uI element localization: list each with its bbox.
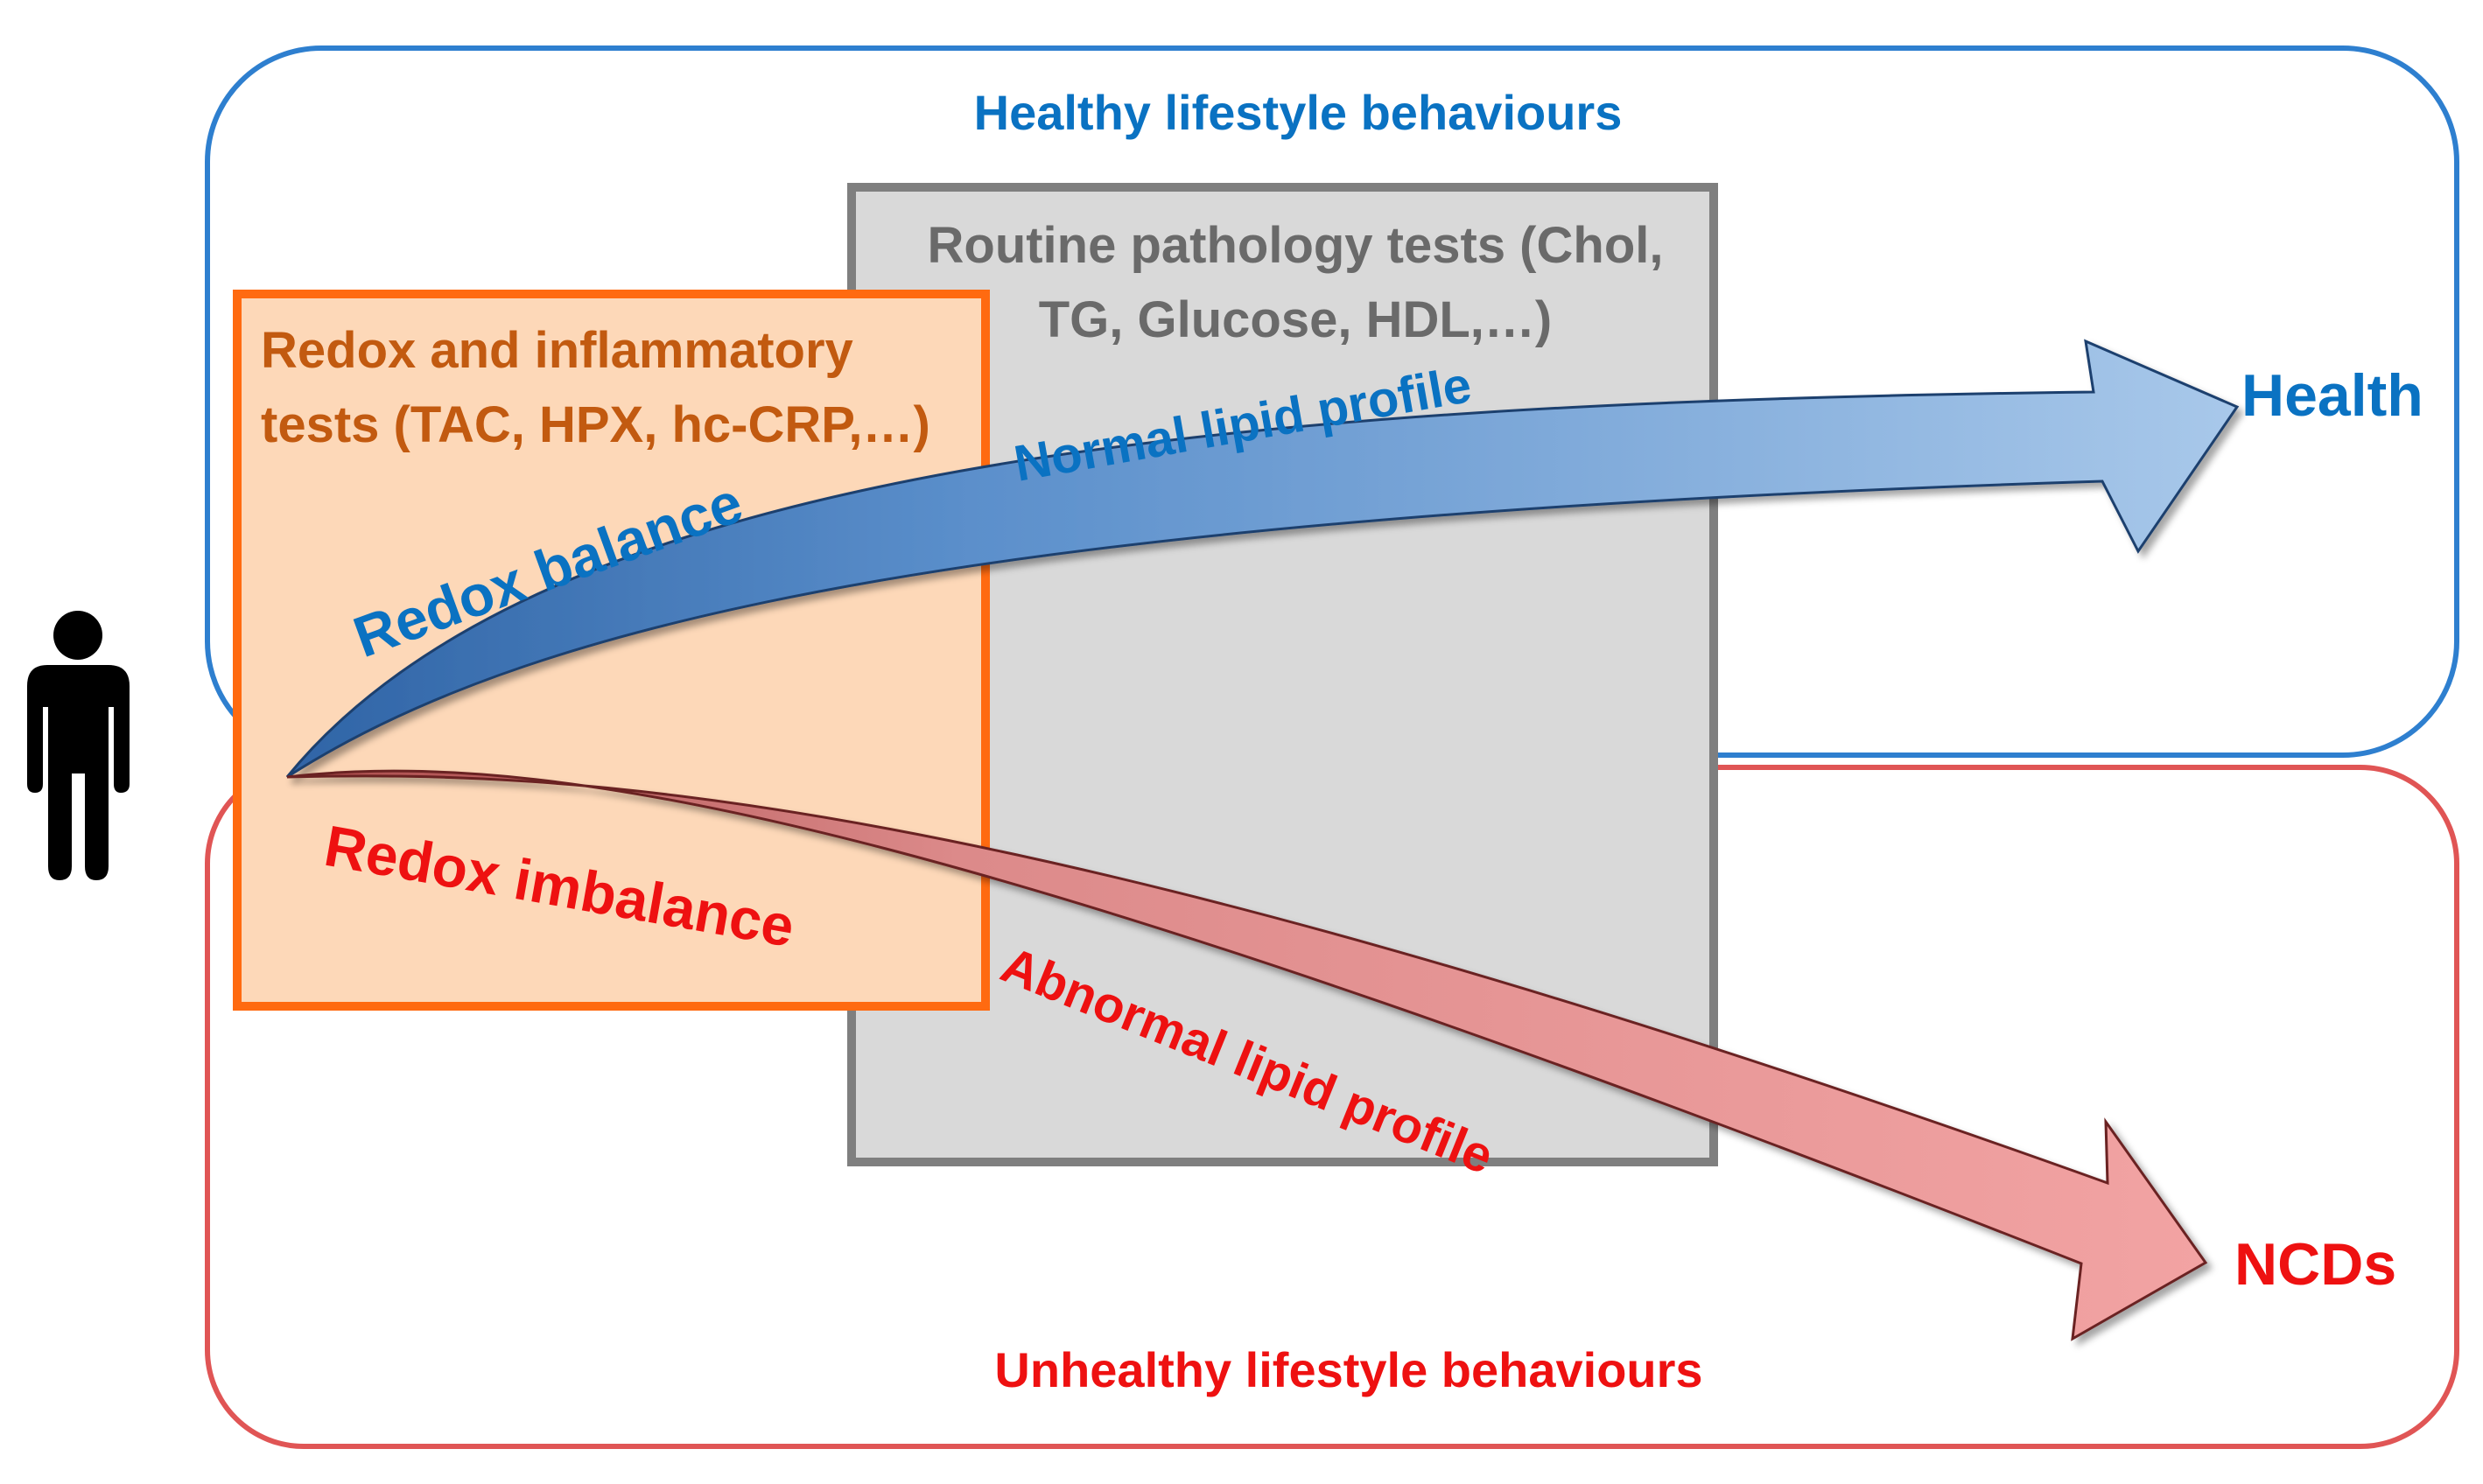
redox-tests-box	[233, 290, 990, 1011]
routine-tests-line1: Routine pathology tests (Chol,	[928, 217, 1664, 274]
redox-tests-line2: tests (TAC, HPX, hc-CRP,…)	[261, 396, 930, 453]
ncds-outcome: NCDs	[2234, 1231, 2396, 1298]
redox-tests-line1: Redox and inflammatory	[261, 322, 853, 379]
routine-tests-line2: TG, Glucose, HDL,…)	[1039, 291, 1553, 348]
routine-tests-box	[847, 183, 1718, 1166]
unhealthy-lifestyle-label: Unhealthy lifestyle behaviours	[994, 1342, 1702, 1397]
healthy-lifestyle-label: Healthy lifestyle behaviours	[974, 85, 1623, 140]
person-icon	[27, 611, 130, 880]
ncds-arrow	[286, 769, 2208, 1341]
health-arrow	[285, 339, 2240, 779]
health-outcome: Health	[2241, 362, 2423, 429]
